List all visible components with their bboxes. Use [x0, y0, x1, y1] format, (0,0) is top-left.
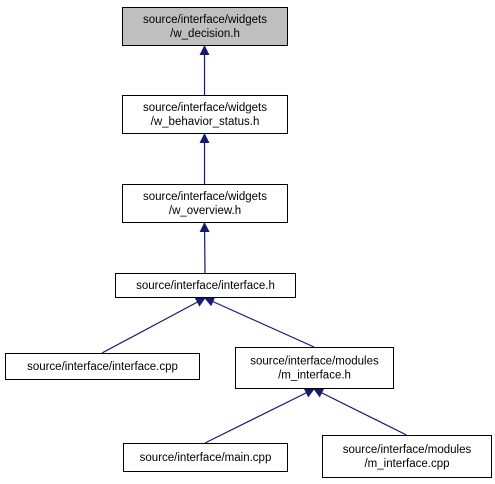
- node-box: [5, 353, 200, 380]
- node-interface_cpp[interactable]: source/interface/interface.cpp: [5, 353, 200, 380]
- node-label-line: source/interface/interface.h: [136, 280, 275, 292]
- node-label-line: source/interface/widgets: [143, 14, 267, 26]
- node-label-line: source/interface/widgets: [143, 102, 267, 114]
- node-w_behavior_status[interactable]: source/interface/widgets/w_behavior_stat…: [122, 95, 288, 134]
- node-box: [322, 435, 492, 478]
- node-box: [122, 95, 288, 134]
- node-w_overview[interactable]: source/interface/widgets/w_overview.h: [122, 184, 288, 223]
- node-label-line: source/interface/main.cpp: [140, 452, 272, 464]
- node-box: [123, 443, 288, 472]
- node-main_cpp[interactable]: source/interface/main.cpp: [123, 443, 288, 472]
- node-interface_h[interactable]: source/interface/interface.h: [115, 273, 296, 298]
- node-w_decision: source/interface/widgets/w_decision.h: [122, 7, 288, 46]
- node-label-line: /w_overview.h: [169, 205, 241, 217]
- node-box: [115, 273, 296, 298]
- node-box: [122, 184, 288, 223]
- node-m_interface_h[interactable]: source/interface/modules/m_interface.h: [235, 347, 394, 389]
- node-label-line: source/interface/widgets: [143, 191, 267, 203]
- node-label-line: /m_interface.cpp: [364, 458, 449, 470]
- node-m_interface_cpp[interactable]: source/interface/modules/m_interface.cpp: [322, 435, 492, 478]
- node-label-line: /w_decision.h: [170, 28, 240, 40]
- node-label-line: /w_behavior_status.h: [151, 116, 260, 128]
- edge-interface_h-to-w_overview: [199, 222, 210, 274]
- nodes-layer: source/interface/widgets/w_decision.hsou…: [5, 7, 492, 478]
- edge-m_interface_cpp-to-m_interface_h: [313, 388, 407, 436]
- node-label-line: /m_interface.h: [278, 370, 351, 382]
- edges-layer: [101, 45, 407, 444]
- edge-interface_cpp-to-interface_h: [101, 297, 206, 354]
- node-box: [122, 7, 288, 46]
- node-box: [235, 347, 394, 389]
- edge-main_cpp-to-m_interface_h: [204, 388, 315, 444]
- node-label-line: source/interface/modules: [343, 444, 472, 456]
- node-label-line: source/interface/interface.cpp: [27, 361, 178, 373]
- node-label-line: source/interface/modules: [250, 356, 379, 368]
- edge-m_interface_h-to-interface_h: [204, 297, 315, 348]
